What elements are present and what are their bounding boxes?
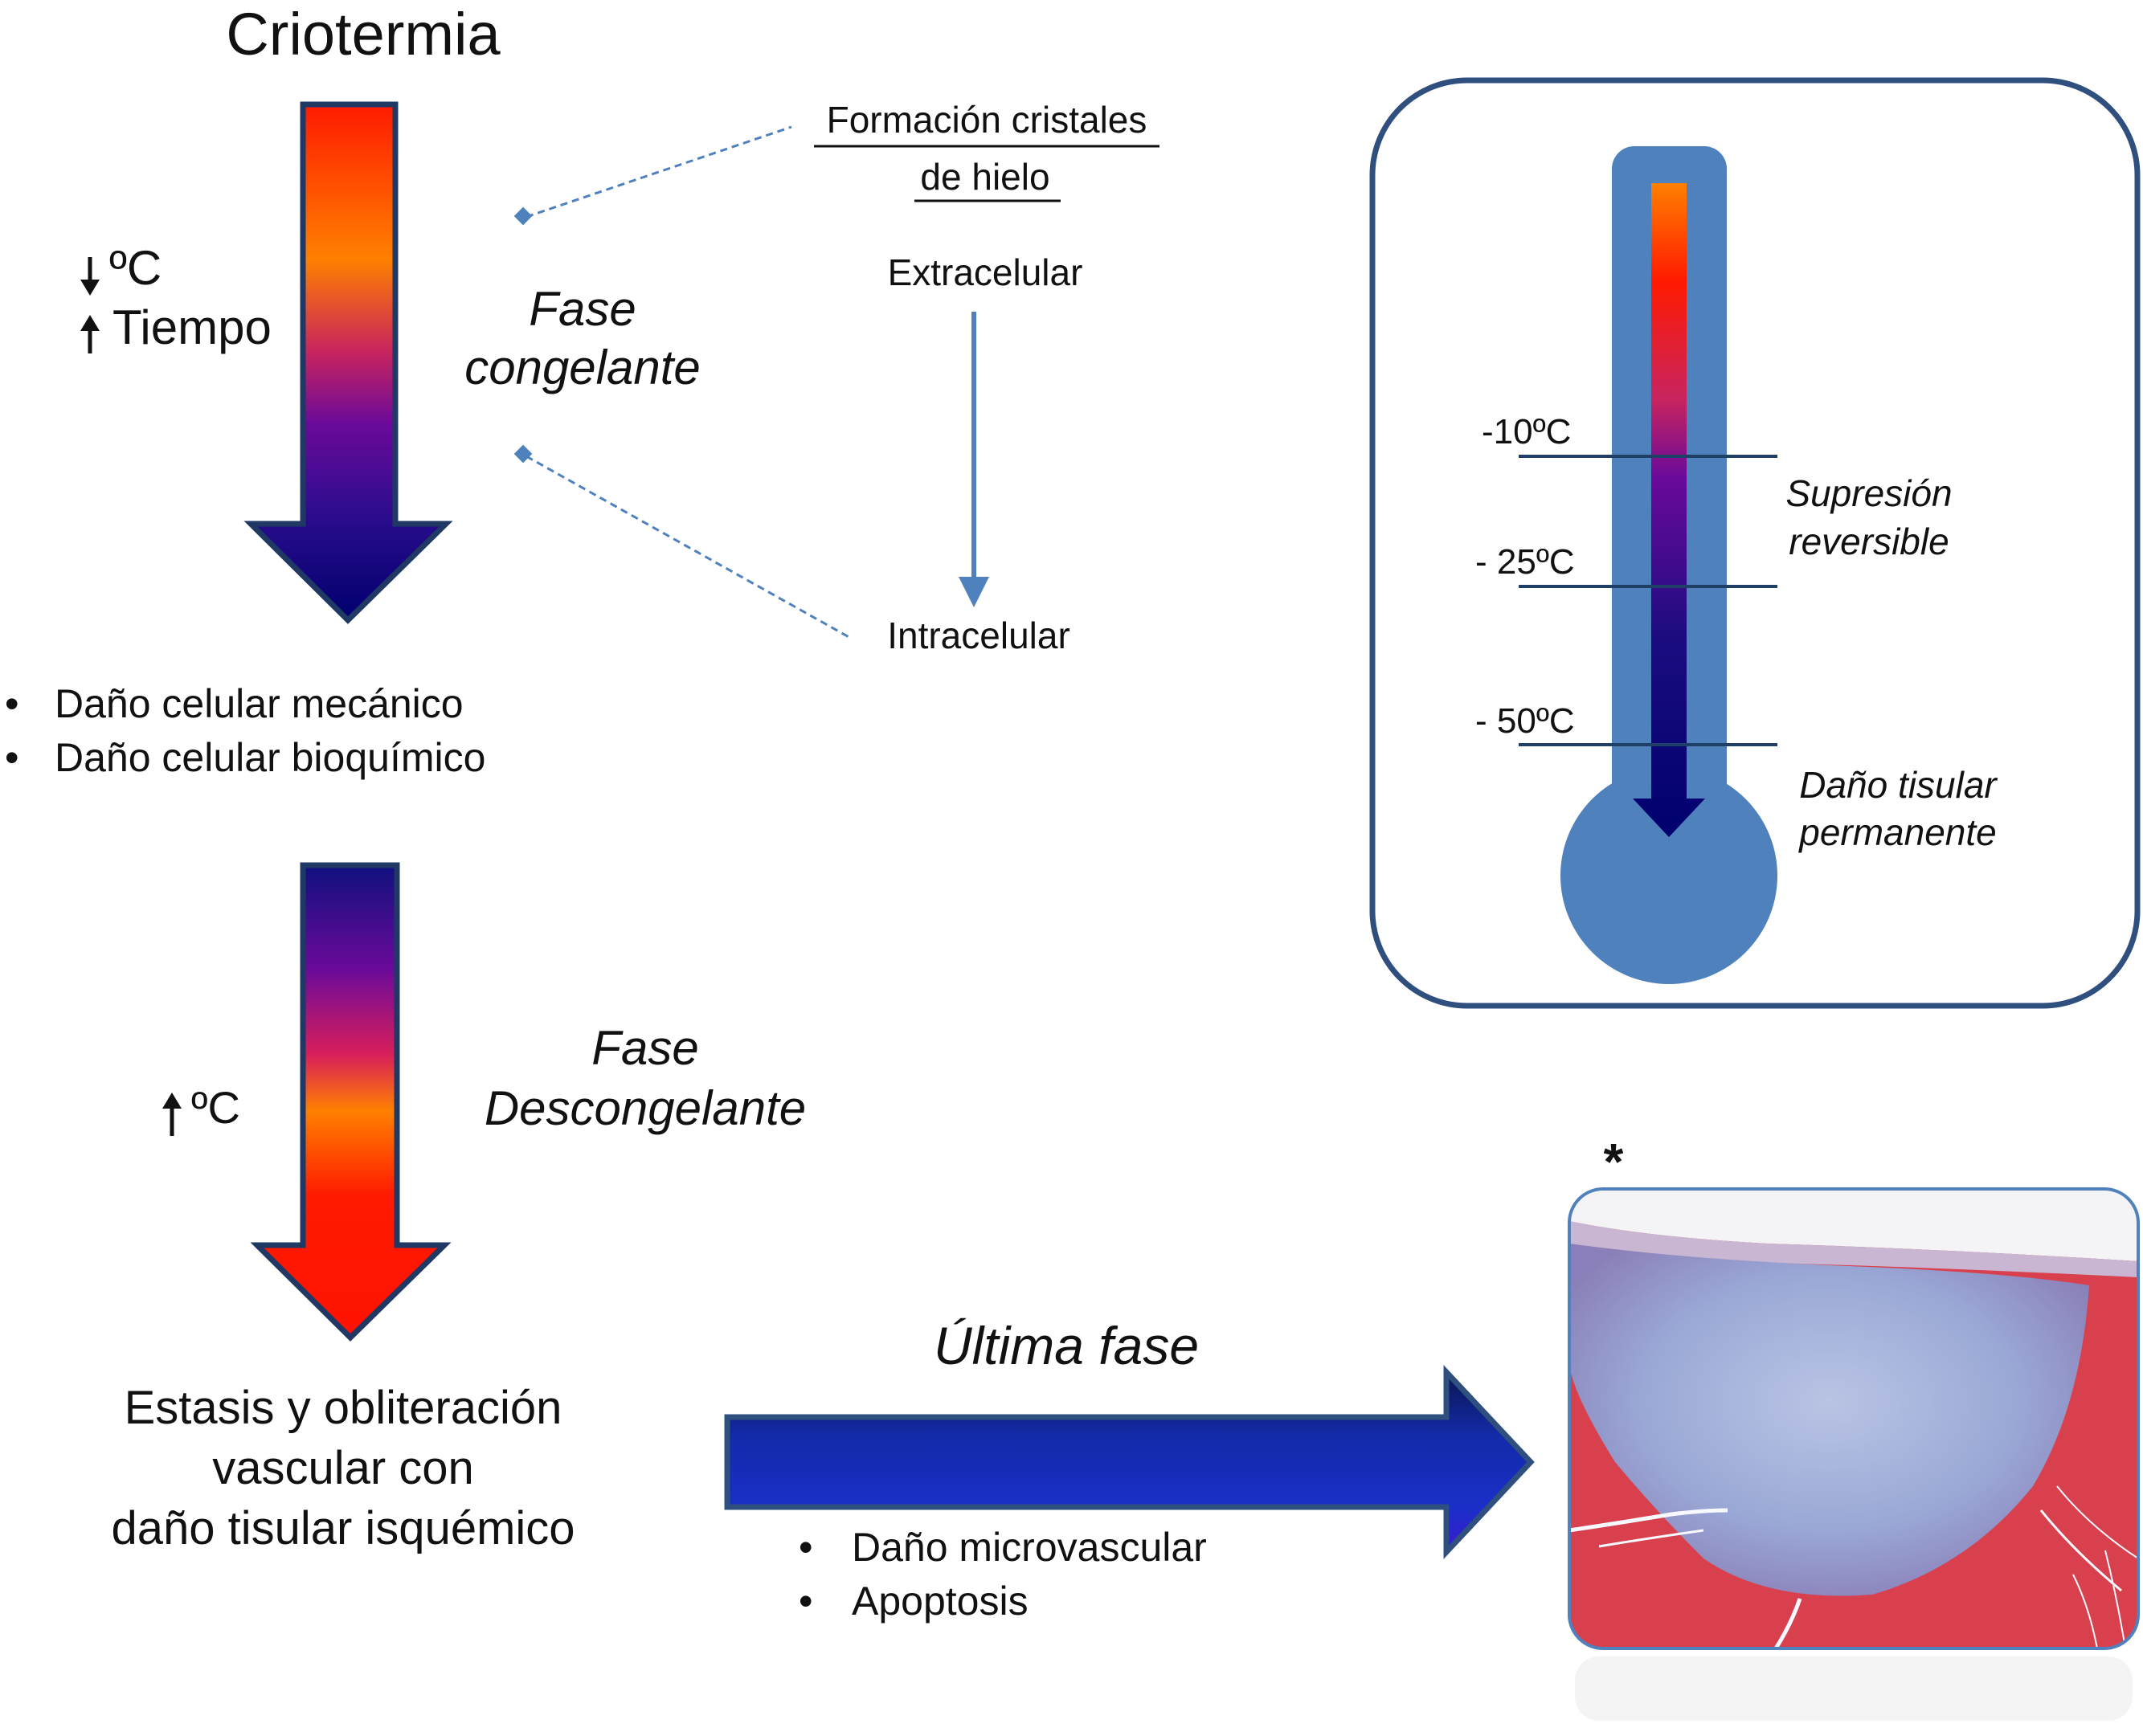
bullet-dot: • bbox=[799, 1579, 813, 1624]
connector-lower-node bbox=[513, 444, 533, 464]
extra-to-intra-arrow bbox=[959, 312, 989, 607]
bullet-microvascular-damage: Daño microvascular bbox=[852, 1525, 1207, 1570]
outcome-line2: vascular con bbox=[212, 1442, 474, 1494]
freezing-arrow bbox=[243, 101, 453, 624]
time-increase-indicator bbox=[80, 315, 100, 353]
connector-lower bbox=[526, 455, 853, 640]
outcome-line1: Estasis y obliteración bbox=[125, 1382, 562, 1434]
outcome-line3: daño tisular isquémico bbox=[111, 1502, 575, 1554]
freeze-time-label: Tiempo bbox=[112, 300, 272, 354]
thaw-temp-label: ºC bbox=[191, 1082, 240, 1133]
bullet-biochemical-damage: Daño celular bioquímico bbox=[55, 735, 485, 780]
temp-decrease-indicator bbox=[80, 257, 100, 296]
level-label-50: - 50ºC bbox=[1475, 701, 1575, 741]
connector-upper-node bbox=[513, 206, 533, 226]
bullet-dot: • bbox=[799, 1525, 813, 1570]
histology-marker: * bbox=[1604, 1133, 1624, 1191]
thermometer-panel bbox=[1369, 77, 2141, 1009]
diagram-title: Criotermia bbox=[226, 1, 501, 67]
bullet-mechanical-damage: Daño celular mecánico bbox=[55, 681, 464, 726]
bullet-dot: • bbox=[5, 735, 19, 780]
thawing-phase-label-line1: Fase bbox=[591, 1021, 698, 1075]
temperature-levels: -10ºC - 25ºC - 50ºC bbox=[1475, 412, 1777, 746]
thermometer-mercury bbox=[1633, 183, 1705, 837]
lesion-area bbox=[1569, 1244, 2089, 1596]
ice-crystals-line2: de hielo bbox=[920, 156, 1049, 198]
permanent-damage-line1: Daño tisular bbox=[1799, 764, 1998, 806]
freezing-phase-label-line2: congelante bbox=[464, 341, 701, 394]
last-phase-label: Última fase bbox=[934, 1316, 1199, 1375]
connector-upper bbox=[526, 125, 792, 219]
level-label-10: -10ºC bbox=[1482, 412, 1571, 451]
thermometer bbox=[1560, 146, 1777, 984]
thawing-phase-label-line2: Descongelante bbox=[485, 1081, 806, 1135]
reversible-suppression-line2: reversible bbox=[1789, 521, 1949, 562]
extracellular-label: Extracelular bbox=[888, 251, 1083, 293]
histology-image bbox=[1569, 1189, 2138, 1648]
freezing-phase-label-line1: Fase bbox=[529, 282, 636, 336]
bullet-apoptosis: Apoptosis bbox=[852, 1579, 1029, 1624]
thawing-arrow bbox=[250, 862, 452, 1342]
bullet-dot: • bbox=[5, 681, 19, 726]
ice-crystals-line1: Formación cristales bbox=[827, 99, 1147, 141]
histology-reflection bbox=[1575, 1656, 2133, 1721]
freeze-temp-label: ºC bbox=[109, 241, 162, 295]
reversible-suppression-line1: Supresión bbox=[1785, 472, 1952, 514]
last-phase-arrow bbox=[724, 1365, 1535, 1559]
thaw-temp-increase-indicator bbox=[162, 1093, 182, 1136]
histology-frame bbox=[1568, 1187, 2140, 1650]
thermometer-bulb bbox=[1560, 767, 1777, 984]
level-label-25: - 25ºC bbox=[1475, 542, 1575, 582]
permanent-damage-line2: permanente bbox=[1797, 811, 1997, 853]
intracellular-label: Intracelular bbox=[887, 615, 1070, 656]
